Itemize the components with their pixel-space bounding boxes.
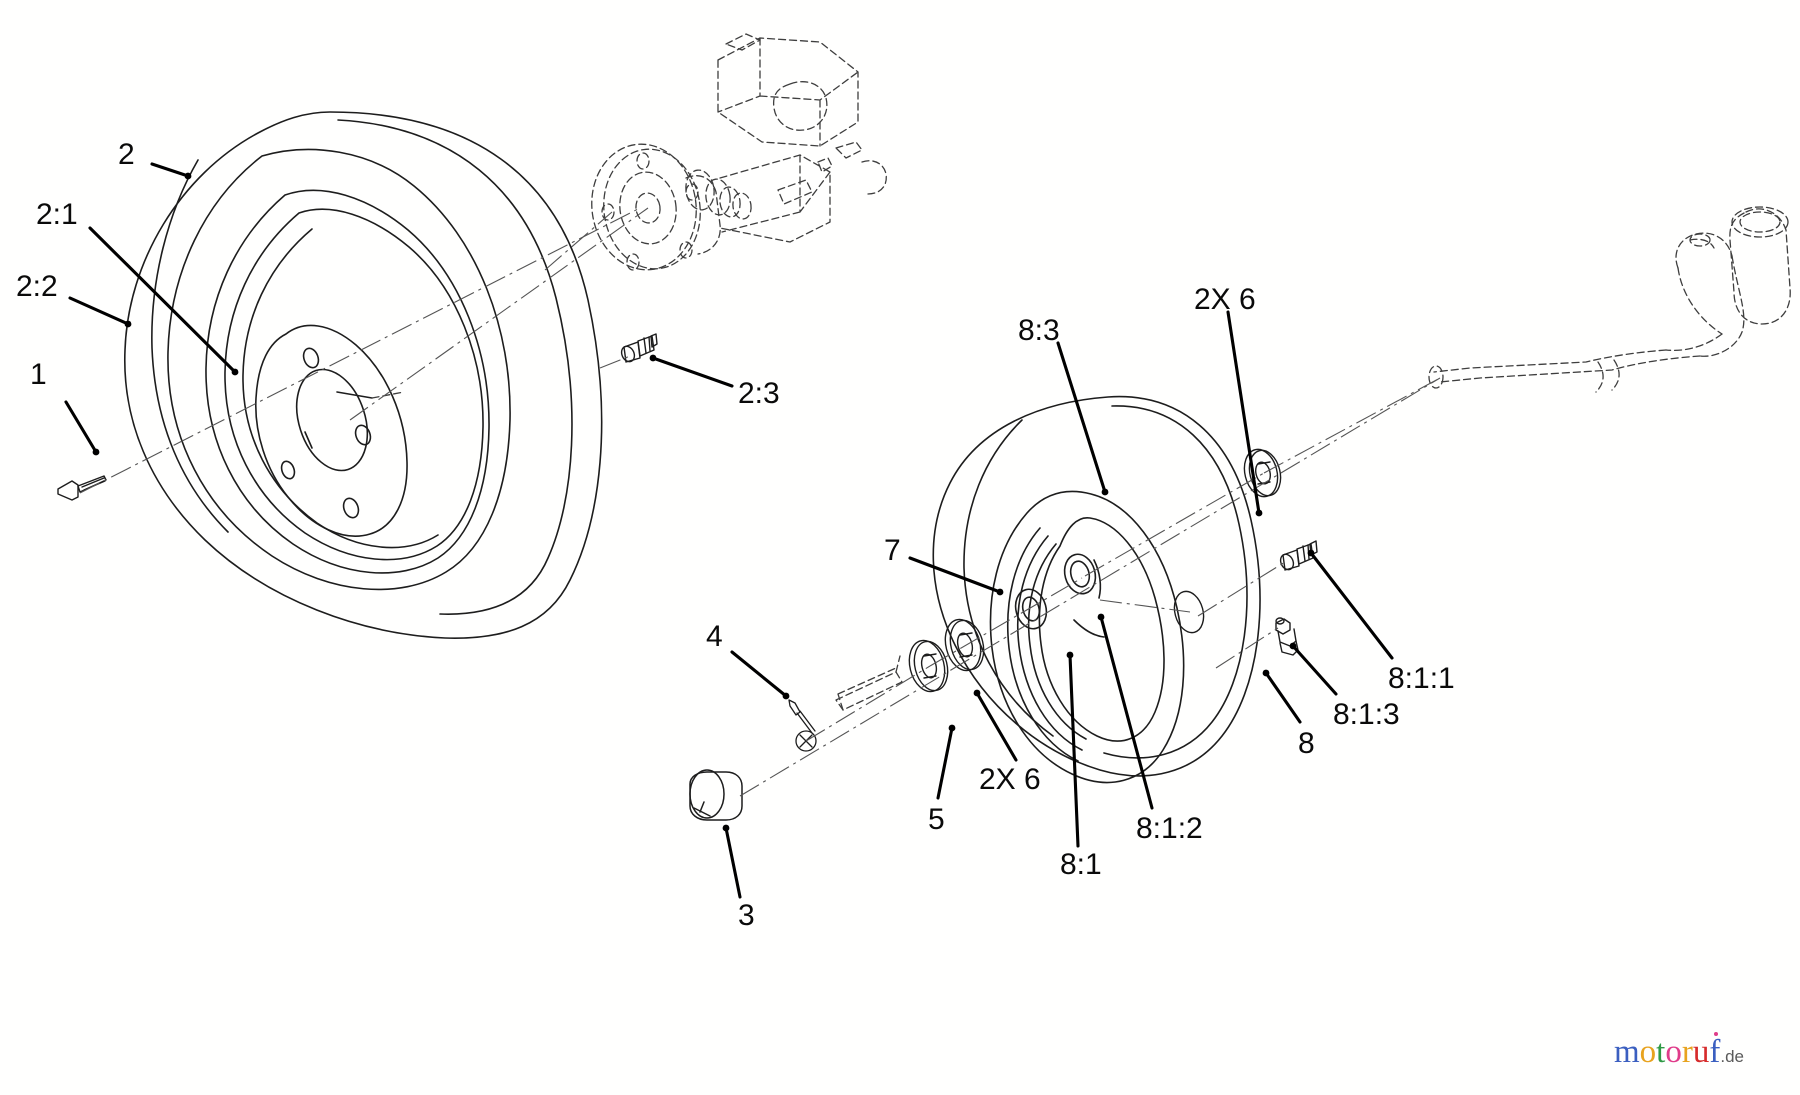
leader-line-7 bbox=[908, 556, 1002, 594]
callout-label-8-1-2: 8:1:2 bbox=[1136, 812, 1203, 845]
leader-tip-dot bbox=[1066, 651, 1074, 659]
logo-letter-3: o bbox=[1665, 1034, 1682, 1070]
leader-tip-dot bbox=[649, 354, 657, 362]
callout-label-4: 4 bbox=[706, 620, 723, 653]
leader-line-4 bbox=[730, 650, 788, 698]
leader-line-8-3 bbox=[1056, 341, 1107, 494]
leader-tip-dot bbox=[1262, 669, 1270, 677]
leader-tip-dot bbox=[996, 588, 1004, 596]
logo-tld: .de bbox=[1720, 1047, 1744, 1066]
leader-tip-dot bbox=[948, 724, 956, 732]
leader-tip-dot bbox=[124, 320, 132, 328]
callout-label-2-2: 2:2 bbox=[16, 270, 58, 303]
leader-line-1 bbox=[64, 400, 98, 454]
callout-label-2x-6: 2X 6 bbox=[979, 763, 1041, 796]
leader-line-2-3 bbox=[651, 356, 734, 388]
leader-tip-dot bbox=[782, 692, 790, 700]
leader-tip-dot bbox=[1101, 488, 1109, 496]
leader-line-3 bbox=[724, 826, 742, 899]
callout-label-2: 2 bbox=[118, 138, 135, 171]
leader-tip-dot bbox=[1097, 613, 1105, 621]
leader-line-2x-6 bbox=[1226, 310, 1261, 515]
leader-line-8-1-3 bbox=[1291, 644, 1338, 696]
leader-tip-dot bbox=[92, 448, 100, 456]
leader-line-2-2 bbox=[68, 296, 130, 326]
logo-dot-accent bbox=[1714, 1032, 1718, 1036]
logo-letter-0: m bbox=[1614, 1034, 1640, 1070]
leader-tip-dot bbox=[1255, 509, 1263, 517]
callout-label-5: 5 bbox=[928, 803, 945, 836]
callout-label-1: 1 bbox=[30, 358, 47, 391]
logo-letter-5: u bbox=[1692, 1034, 1710, 1070]
leader-line-8-1-2 bbox=[1099, 615, 1154, 810]
leader-line-2-1 bbox=[88, 226, 237, 374]
leader-tip-dot bbox=[973, 689, 981, 697]
callout-label-2-1: 2:1 bbox=[36, 198, 78, 231]
leader-line-5 bbox=[936, 726, 954, 800]
callout-label-2-3: 2:3 bbox=[738, 377, 780, 410]
leader-line-8-1 bbox=[1068, 653, 1080, 848]
leader-tip-dot bbox=[1289, 642, 1297, 650]
motoruf-watermark-logo: motoruf.de bbox=[1614, 1032, 1744, 1070]
leader-tip-dot bbox=[184, 172, 192, 180]
leader-line-8-1-1 bbox=[1309, 551, 1394, 660]
callout-label-7: 7 bbox=[884, 534, 901, 567]
leader-tip-dot bbox=[1307, 549, 1315, 557]
logo-letter-6: f bbox=[1709, 1034, 1721, 1070]
logo-letter-4: r bbox=[1681, 1034, 1693, 1070]
callout-label-8-1: 8:1 bbox=[1060, 848, 1102, 881]
leader-line-2x-6 bbox=[975, 691, 1018, 762]
logo-letter-1: o bbox=[1639, 1034, 1657, 1070]
callout-label-8-1-3: 8:1:3 bbox=[1333, 698, 1400, 731]
callout-label-8-1-1: 8:1:1 bbox=[1388, 662, 1455, 695]
leader-line-2 bbox=[150, 162, 190, 178]
logo-letter-2: t bbox=[1656, 1034, 1666, 1070]
callout-label-2x-6: 2X 6 bbox=[1194, 283, 1256, 316]
callout-label-8-3: 8:3 bbox=[1018, 314, 1060, 347]
leader-tip-dot bbox=[722, 824, 730, 832]
callout-label-3: 3 bbox=[738, 899, 755, 932]
callout-label-8: 8 bbox=[1298, 727, 1315, 760]
leader-tip-dot bbox=[231, 368, 239, 376]
leader-line-8 bbox=[1264, 671, 1302, 724]
